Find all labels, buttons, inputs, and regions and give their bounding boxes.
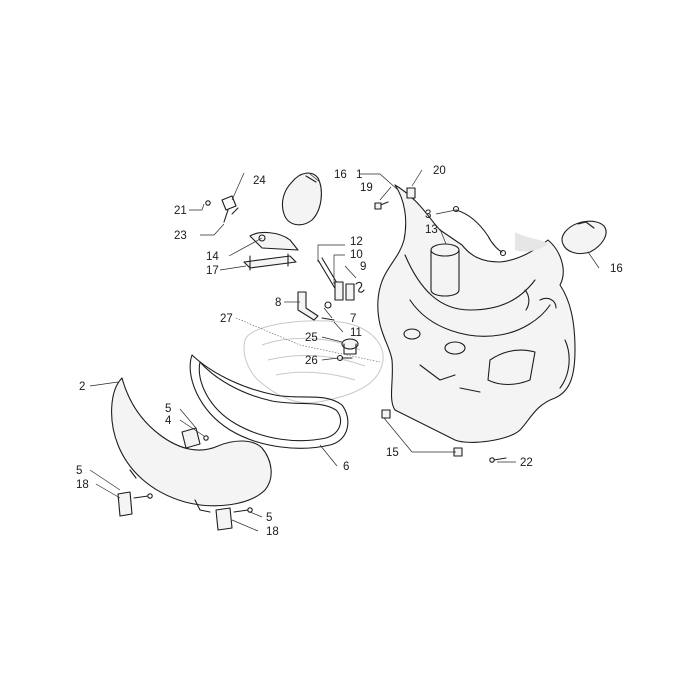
- part-19-bolt: [374, 201, 389, 210]
- callout-5-right: 5: [266, 512, 272, 524]
- part-9-spring: [355, 281, 365, 293]
- callout-24: 24: [253, 175, 266, 187]
- callout-5-upper: 5: [165, 403, 171, 415]
- callout-15: 15: [386, 447, 399, 459]
- part-21-screw: [205, 200, 211, 206]
- callout-8: 8: [275, 297, 281, 309]
- part-22-screw: [489, 457, 507, 463]
- callout-25: 25: [305, 332, 318, 344]
- part-8-hook-bracket: [297, 291, 319, 321]
- callout-12: 12: [350, 236, 363, 248]
- part-7-washer: [324, 301, 332, 309]
- part-16-upper-cover-left: [281, 172, 322, 226]
- callout-19: 19: [360, 182, 373, 194]
- callout-14: 14: [206, 251, 219, 263]
- callout-17: 17: [206, 265, 219, 277]
- callout-5-left: 5: [76, 465, 82, 477]
- part-16-upper-cover-right: [561, 220, 607, 255]
- part-10-latch-plate: [334, 281, 355, 301]
- callout-4: 4: [165, 415, 172, 427]
- part-4-clip: [181, 427, 201, 449]
- part-5-screw-right: [233, 507, 253, 513]
- part-23-clip: [221, 195, 237, 223]
- part-18-bracket-right: [215, 507, 233, 531]
- part-2-lower-leg-shield: [111, 377, 272, 513]
- callout-3: 3: [425, 209, 431, 221]
- callout-2: 2: [79, 381, 85, 393]
- callout-16-right: 16: [610, 263, 623, 275]
- callout-22: 22: [520, 457, 533, 469]
- part-25-grommet: [341, 338, 359, 355]
- callout-7: 7: [350, 313, 356, 325]
- callout-6: 6: [343, 461, 349, 473]
- leader-lines: [89, 169, 600, 532]
- part-17-mounting-plate: [243, 253, 297, 271]
- callout-23: 23: [174, 230, 187, 242]
- part-20-clip-nut: [406, 187, 416, 199]
- callout-20: 20: [433, 165, 446, 177]
- part-18-bracket-left: [117, 491, 133, 517]
- callout-11: 11: [350, 327, 362, 339]
- callout-1: 1: [356, 169, 362, 181]
- part-5-screw-upper: [203, 435, 209, 441]
- part-5-screw-left: [133, 493, 153, 499]
- part-1-front-shield: [377, 184, 576, 443]
- callout-21: 21: [174, 205, 187, 217]
- callout-27: 27: [220, 313, 233, 325]
- callout-labels: 1 2 3 4 5 5 5 6 7 8 9 10 11 12 13 14 15 …: [76, 165, 623, 538]
- callout-18-left: 18: [76, 479, 89, 491]
- part-6-edge-trim: [189, 354, 349, 449]
- callout-13: 13: [425, 224, 438, 236]
- callout-26: 26: [305, 355, 318, 367]
- callout-10: 10: [350, 249, 363, 261]
- callout-16-left: 16: [334, 169, 347, 181]
- callout-18-right: 18: [266, 526, 279, 538]
- part-14-bracket: [249, 231, 299, 251]
- part-24-spring-pin: [231, 207, 239, 215]
- callout-9: 9: [360, 261, 366, 273]
- part-11-pin: [321, 317, 335, 321]
- part-3-cable: [452, 205, 507, 257]
